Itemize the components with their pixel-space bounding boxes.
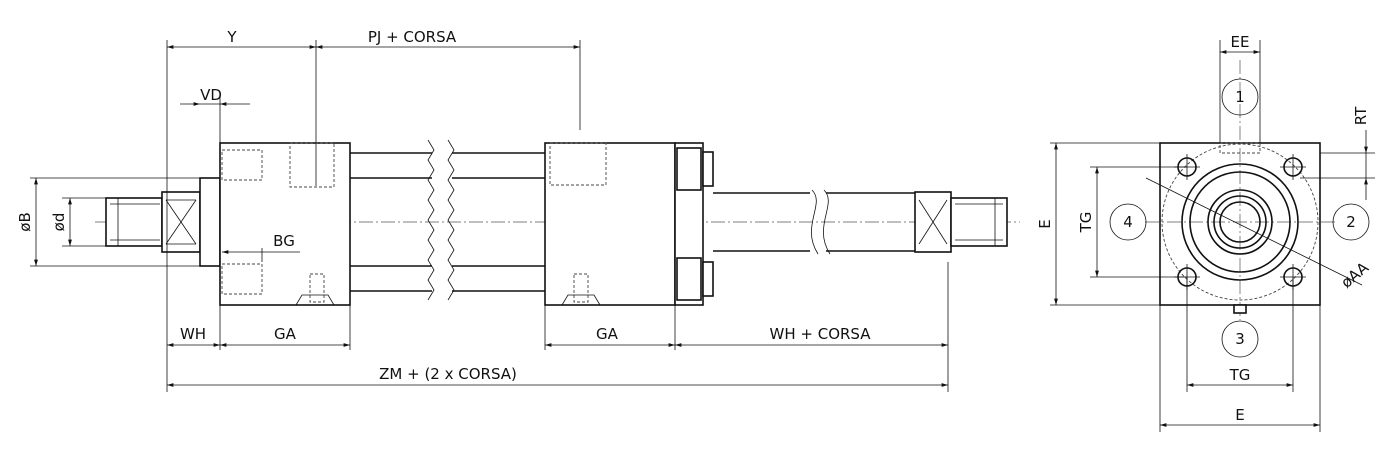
dim-tg-vertical-label: TG xyxy=(1077,212,1095,234)
port-2-label: 2 xyxy=(1346,213,1356,231)
port-1-label: 1 xyxy=(1235,88,1245,106)
rod-end xyxy=(1219,201,1261,243)
dim-e-horizontal-label: E xyxy=(1235,406,1244,424)
left-head-block xyxy=(219,142,351,306)
left-gland xyxy=(199,177,221,267)
dim-ga-left-label: GA xyxy=(274,325,297,343)
port-4-marker xyxy=(1109,203,1147,241)
dim-b-label: øB xyxy=(16,212,34,231)
port-4-label: 4 xyxy=(1123,213,1133,231)
gland-outer-ring xyxy=(1181,163,1299,281)
left-rod-thread xyxy=(105,197,163,247)
dim-tg-horizontal-label: TG xyxy=(1229,366,1251,384)
side-view: Y PJ + CORSA VD BG øB ød WH GA GA WH + C… xyxy=(16,28,1020,392)
cylinder-tube xyxy=(350,139,545,301)
dim-rt-label: RT xyxy=(1352,106,1370,125)
piston-rod xyxy=(713,189,915,255)
port-2-marker xyxy=(1332,203,1370,241)
end-view: 1 2 3 4 EE RT E TG øAA TG E xyxy=(1036,33,1375,432)
dim-ga-right-label: GA xyxy=(596,325,619,343)
tie-rod-nuts xyxy=(674,142,714,306)
dim-aa-label: øAA xyxy=(1337,258,1372,292)
dim-wh-stroke-label: WH + CORSA xyxy=(770,325,872,343)
left-rod-nut xyxy=(161,191,201,253)
port-3-marker xyxy=(1221,320,1259,358)
port-1-marker xyxy=(1221,78,1259,116)
dim-d-label: ød xyxy=(50,213,68,232)
right-rod-thread xyxy=(950,197,1008,247)
dim-vd-label: VD xyxy=(200,86,222,104)
aa-leader-line xyxy=(1145,177,1363,286)
dim-y-label: Y xyxy=(226,28,237,46)
dim-zm-label: ZM + (2 x CORSA) xyxy=(379,365,517,383)
dim-bg-label: BG xyxy=(273,232,295,250)
port-3-label: 3 xyxy=(1235,330,1245,348)
dim-e-vertical-label: E xyxy=(1036,219,1054,228)
dim-wh-label: WH xyxy=(180,325,206,343)
dim-pj-label: PJ + CORSA xyxy=(368,28,457,46)
dim-ee-label: EE xyxy=(1231,33,1250,51)
right-rod-nut xyxy=(914,191,952,253)
right-head-block xyxy=(544,142,676,306)
